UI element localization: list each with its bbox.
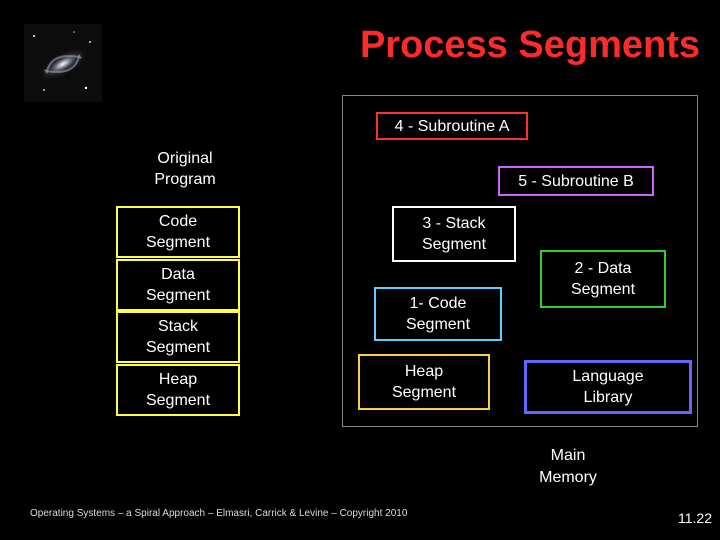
footer-copyright: Operating Systems – a Spiral Approach – … bbox=[30, 508, 407, 519]
subroutine-a-block: 4 - Subroutine A bbox=[376, 112, 528, 140]
page-title: Process Segments bbox=[250, 22, 700, 68]
main-memory-label: Main Memory bbox=[520, 445, 616, 489]
language-library-block: Language Library bbox=[524, 360, 692, 414]
page-number: 11.22 bbox=[678, 510, 712, 526]
galaxy-icon bbox=[24, 24, 102, 102]
galaxy-image bbox=[24, 24, 102, 102]
data-segment-block: 2 - Data Segment bbox=[540, 250, 666, 308]
original-heap-segment: Heap Segment bbox=[116, 364, 240, 416]
original-program-label: Original Program bbox=[130, 148, 240, 190]
original-code-segment: Code Segment bbox=[116, 206, 240, 258]
original-data-segment: Data Segment bbox=[116, 259, 240, 311]
heap-segment-block: Heap Segment bbox=[358, 354, 490, 410]
stack-segment-block: 3 - Stack Segment bbox=[392, 206, 516, 262]
code-segment-block: 1- Code Segment bbox=[374, 287, 502, 341]
subroutine-b-block: 5 - Subroutine B bbox=[498, 166, 654, 196]
original-stack-segment: Stack Segment bbox=[116, 311, 240, 363]
